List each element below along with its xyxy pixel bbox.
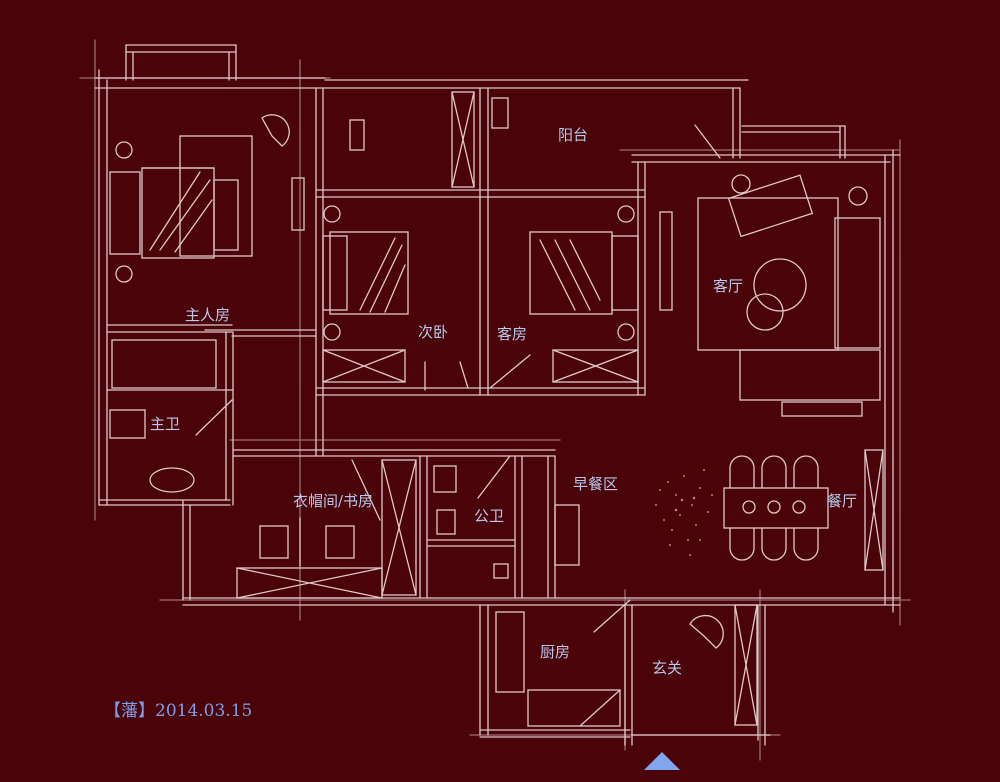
dining-set: [723, 449, 884, 571]
label-kitchen: 厨房: [540, 643, 571, 661]
stipple-texture: [655, 469, 713, 556]
label-master-bedroom: 主人房: [185, 306, 231, 324]
label-balcony: 阳台: [558, 126, 589, 144]
label-public-bath: 公卫: [474, 507, 505, 525]
signature-date: 2014.03.15: [155, 701, 253, 721]
study-fixtures: [236, 459, 417, 599]
label-entrance: 玄关: [652, 659, 683, 677]
breakfast-counter: [554, 504, 580, 566]
living-furniture: [659, 174, 881, 417]
signature-mark: 【藩】: [104, 701, 155, 721]
label-dining-room: 餐厅: [827, 492, 858, 510]
label-cloakroom-study: 衣帽间/书房: [293, 492, 374, 510]
master-bay-window: [125, 44, 237, 81]
label-breakfast-area: 早餐区: [573, 475, 619, 493]
kitchen-fixtures: [495, 599, 631, 727]
interior-walls: [106, 87, 646, 599]
label-living-room: 客厅: [713, 277, 744, 295]
doors: [204, 124, 721, 391]
master-bed: [109, 114, 305, 283]
outer-walls: [94, 69, 901, 746]
construction-lines: [79, 39, 911, 761]
label-master-bath: 主卫: [150, 415, 181, 433]
wardrobe-columns: [349, 91, 509, 188]
signature-stamp: 【藩】2014.03.15: [104, 696, 252, 721]
label-second-bedroom: 次卧: [418, 323, 449, 341]
entrance-fixtures: [689, 604, 758, 726]
living-bay-window: [741, 125, 846, 159]
north-arrow-icon: [644, 752, 680, 770]
public-bath-fixtures: [433, 455, 511, 579]
label-guest-room: 客房: [497, 325, 528, 343]
master-bath-fixtures: [109, 339, 233, 493]
bedroom-beds: [322, 205, 639, 383]
